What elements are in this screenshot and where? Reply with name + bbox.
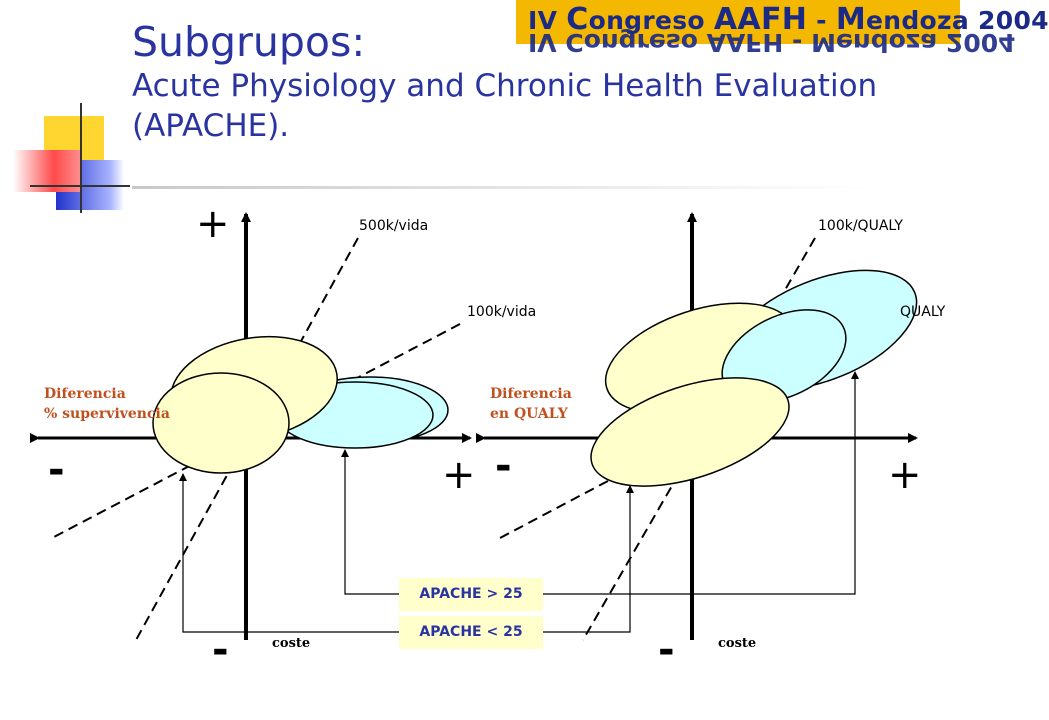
right-yellow-ellipse-front	[590, 377, 790, 487]
slide-title: Subgrupos: Acute Physiology and Chronic …	[132, 18, 932, 146]
right-ratio-100k-label: 100k/QUALY	[818, 218, 903, 234]
left-yellow-ellipse-front	[152, 372, 290, 474]
right-left-minus-sign: -	[495, 443, 512, 489]
apache-low-connector-left	[179, 473, 399, 633]
apache-high-connector-right	[543, 371, 859, 595]
left-ratio-500k-label: 500k/vida	[359, 218, 429, 234]
left-bottom-minus-sign: -	[212, 627, 229, 673]
left-x-axis-label: coste	[272, 636, 311, 651]
deco-vertical-line	[80, 103, 82, 213]
diagram-canvas	[30, 212, 918, 641]
title-underline	[132, 186, 872, 189]
banner-text: IV Congreso AAFH - Mendoza 2004	[528, 2, 1049, 37]
title-main: Subgrupos:	[132, 18, 366, 66]
left-ratio-100k-label: 100k/vida	[467, 304, 537, 320]
left-top-plus-sign: +	[196, 201, 230, 247]
congress-banner: IV Congreso AAFH - Mendoza 2004 IV Congr…	[516, 0, 1049, 57]
deco-horizontal-line	[30, 185, 130, 187]
apache-high-box: APACHE > 25	[399, 578, 543, 611]
left-left-minus-sign: -	[48, 447, 65, 493]
apache-high-connector-left	[341, 449, 399, 595]
right-right-plus-sign: +	[888, 452, 922, 498]
left-y-axis-label: Diferencia% supervivencia	[44, 386, 170, 422]
left-right-plus-sign: +	[442, 452, 476, 498]
right-x-axis-label: coste	[718, 636, 757, 651]
right-ratio-lower-label: QUALY	[900, 304, 946, 320]
right-bottom-minus-sign: -	[658, 627, 675, 673]
apache-low-box: APACHE < 25	[399, 616, 543, 649]
apache-low-connector-right	[543, 485, 634, 633]
title-subtitle: Acute Physiology and Chronic Health Eval…	[132, 68, 878, 144]
